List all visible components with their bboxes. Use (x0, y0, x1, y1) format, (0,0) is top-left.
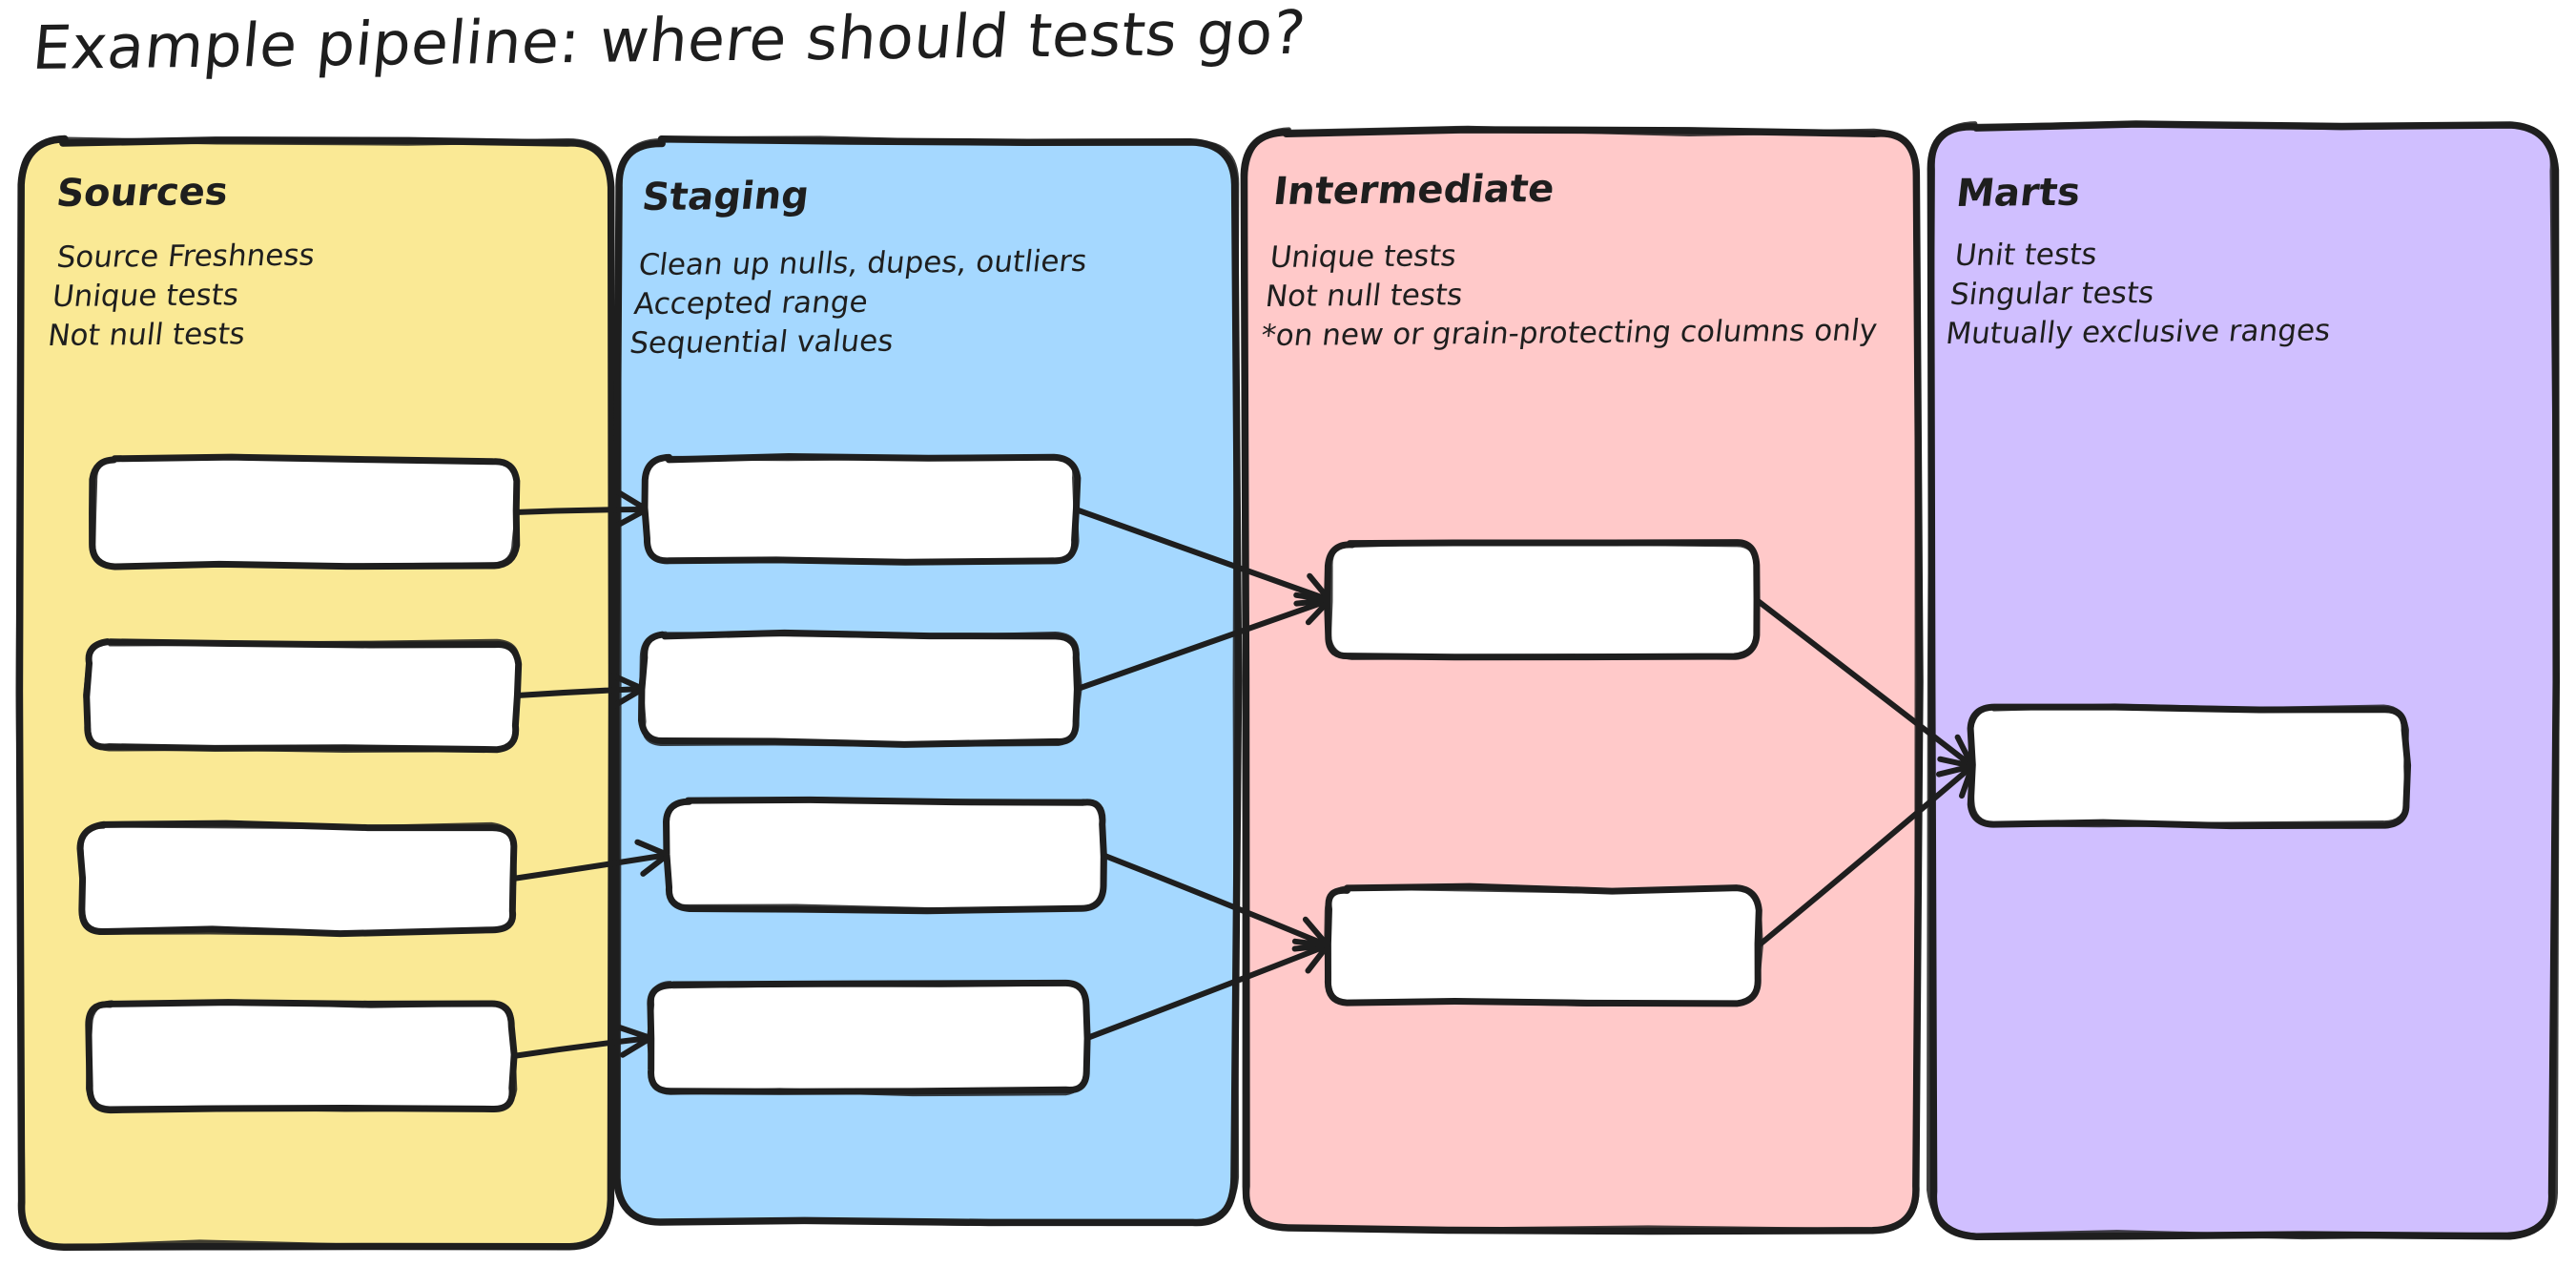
node-box[interactable] (663, 796, 1107, 915)
node-box[interactable] (83, 638, 523, 754)
node-box[interactable] (1324, 539, 1761, 661)
node-box[interactable] (76, 820, 518, 938)
panel-item: Sequential values (628, 323, 896, 361)
node-box[interactable] (647, 979, 1091, 1097)
panel-item: Unit tests (1952, 237, 2099, 273)
panel-title-intermediate: Intermediate (1270, 166, 1557, 214)
panel-item: Singular tests (1947, 276, 2156, 312)
node-box[interactable] (1967, 703, 2412, 830)
panel-title-marts: Marts (1953, 170, 2083, 216)
edge-arrow (514, 673, 646, 710)
panel-item: Source Freshness (54, 238, 317, 275)
node-box[interactable] (85, 999, 518, 1114)
node-box[interactable] (1324, 882, 1763, 1007)
panel-item: Not null tests (1263, 278, 1465, 314)
panel-item: Not null tests (46, 317, 247, 353)
panel-item: Unique tests (1267, 239, 1458, 275)
node-box[interactable] (638, 629, 1082, 748)
panel-marts[interactable] (1927, 120, 2560, 1240)
panel-title-sources: Sources (53, 170, 231, 216)
panel-item: Mutually exclusive ranges (1944, 313, 2333, 351)
node-box[interactable] (89, 453, 521, 571)
panel-item: Accepted range (631, 284, 870, 322)
edge-arrow (510, 1025, 653, 1059)
panel-item: Unique tests (50, 278, 241, 314)
node-box[interactable] (641, 453, 1082, 566)
panel-item: *on new or grain-protecting columns only (1259, 313, 1880, 353)
panel-title-staging: Staging (639, 174, 812, 219)
panel-item: Clean up nulls, dupes, outliers (636, 243, 1089, 282)
edge-arrow (510, 839, 670, 882)
